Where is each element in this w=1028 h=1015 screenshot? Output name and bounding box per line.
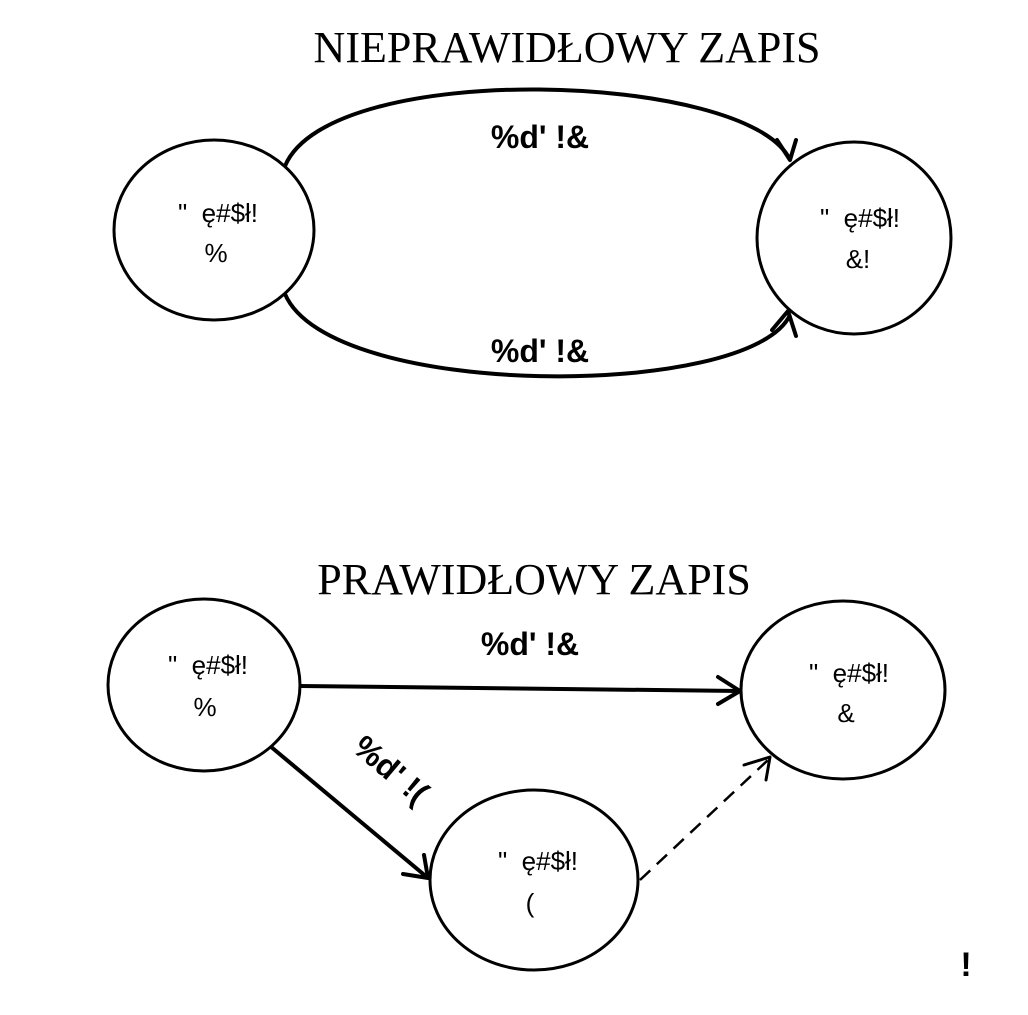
upper-edge-label: %d' !& bbox=[491, 119, 589, 155]
dummy-arrowhead-icon bbox=[742, 755, 772, 782]
top-right-node-line1: " ę#$ł! bbox=[820, 203, 900, 233]
direct-edge-label: %d' !& bbox=[481, 626, 579, 662]
bottom-middle-event-node: " ę#$ł! ( bbox=[428, 788, 640, 972]
top-right-node-line2: &! bbox=[846, 244, 871, 274]
upper-activity-arrow bbox=[283, 87, 792, 167]
bottom-right-node-line2: & bbox=[837, 698, 854, 728]
correct-notation-section: PRAWIDŁOWY ZAPIS %d' !& %d' !( " ę#$ł! %… bbox=[106, 555, 947, 972]
diagonal-edge-label: %d' !( bbox=[347, 728, 436, 811]
top-left-node-line2: % bbox=[204, 238, 227, 268]
lower-activity-arrow bbox=[283, 293, 792, 379]
bottom-left-node-line1: " ę#$ł! bbox=[168, 650, 248, 680]
top-right-event-circle bbox=[755, 140, 953, 336]
page-mark: ! bbox=[960, 946, 971, 984]
lower-edge-label: %d' !& bbox=[491, 333, 589, 369]
bottom-middle-node-line2: ( bbox=[526, 888, 535, 918]
incorrect-notation-title: NIEPRAWIDŁOWY ZAPIS bbox=[314, 23, 821, 72]
bottom-left-node-line2: % bbox=[193, 692, 216, 722]
top-right-event-node: " ę#$ł! &! bbox=[755, 140, 953, 336]
diagonal-activity-arrow bbox=[268, 744, 430, 880]
bottom-middle-event-circle bbox=[428, 788, 640, 972]
correct-notation-title: PRAWIDŁOWY ZAPIS bbox=[317, 555, 751, 604]
bottom-right-event-circle bbox=[739, 599, 947, 781]
top-left-node-line1: " ę#$ł! bbox=[178, 198, 258, 228]
bottom-left-event-circle bbox=[106, 597, 302, 773]
upper-arrowhead-icon bbox=[775, 138, 798, 162]
diagonal-arrowhead-icon bbox=[401, 853, 430, 880]
lower-arrowhead-icon bbox=[770, 309, 798, 338]
bottom-left-event-node: " ę#$ł! % bbox=[106, 597, 302, 773]
bottom-right-node-line1: " ę#$ł! bbox=[809, 658, 889, 688]
bottom-middle-node-line1: " ę#$ł! bbox=[498, 846, 578, 876]
top-left-event-circle bbox=[112, 138, 316, 322]
dummy-activity-arrow bbox=[639, 759, 769, 881]
direct-activity-arrow bbox=[299, 684, 741, 693]
bottom-right-event-node: " ę#$ł! & bbox=[739, 599, 947, 781]
incorrect-notation-section: NIEPRAWIDŁOWY ZAPIS %d' !& %d' !& " ę#$ł… bbox=[112, 23, 953, 379]
top-left-event-node: " ę#$ł! % bbox=[112, 138, 316, 322]
